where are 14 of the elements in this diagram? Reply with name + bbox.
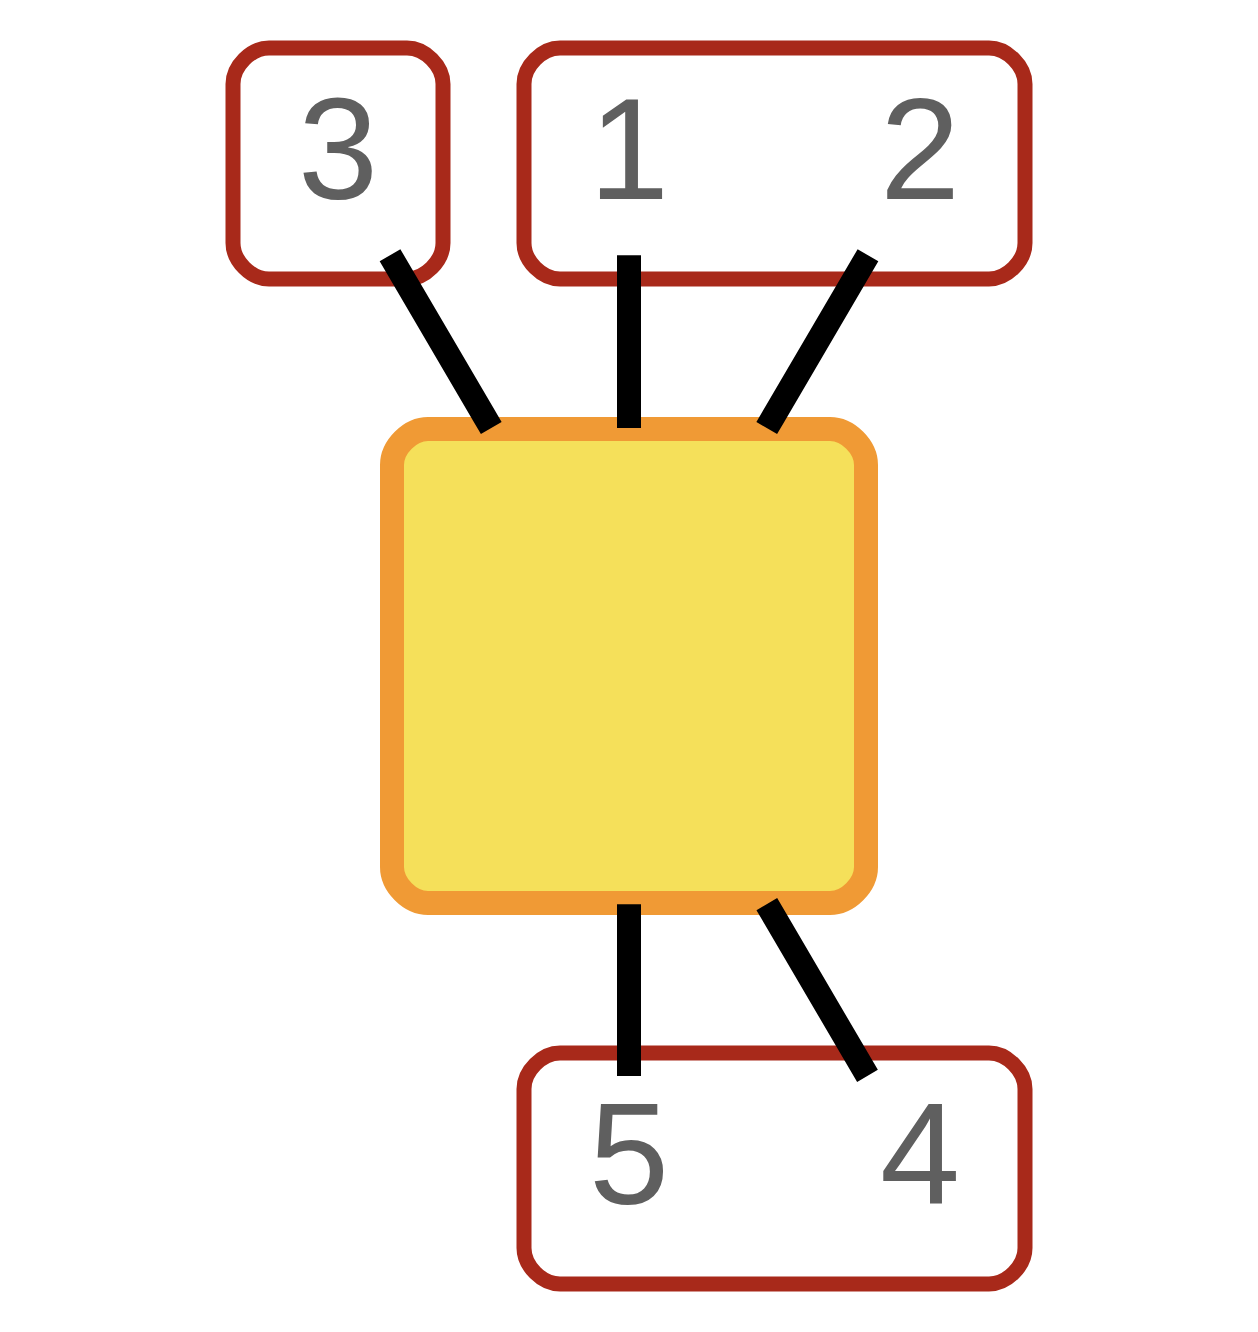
connector [617,904,641,1076]
connector [756,249,879,435]
cluster [225,40,451,287]
node-text: 1 [588,69,670,231]
node-text: 2 [879,69,961,231]
connector [756,898,878,1082]
connector [617,255,641,428]
node-text: 3 [297,69,379,231]
node-text: 4 [879,1074,961,1236]
node-text: 5 [588,1074,670,1236]
cluster [516,40,1033,287]
cluster [516,1045,1033,1292]
connector [379,249,502,435]
node-box [380,417,878,915]
